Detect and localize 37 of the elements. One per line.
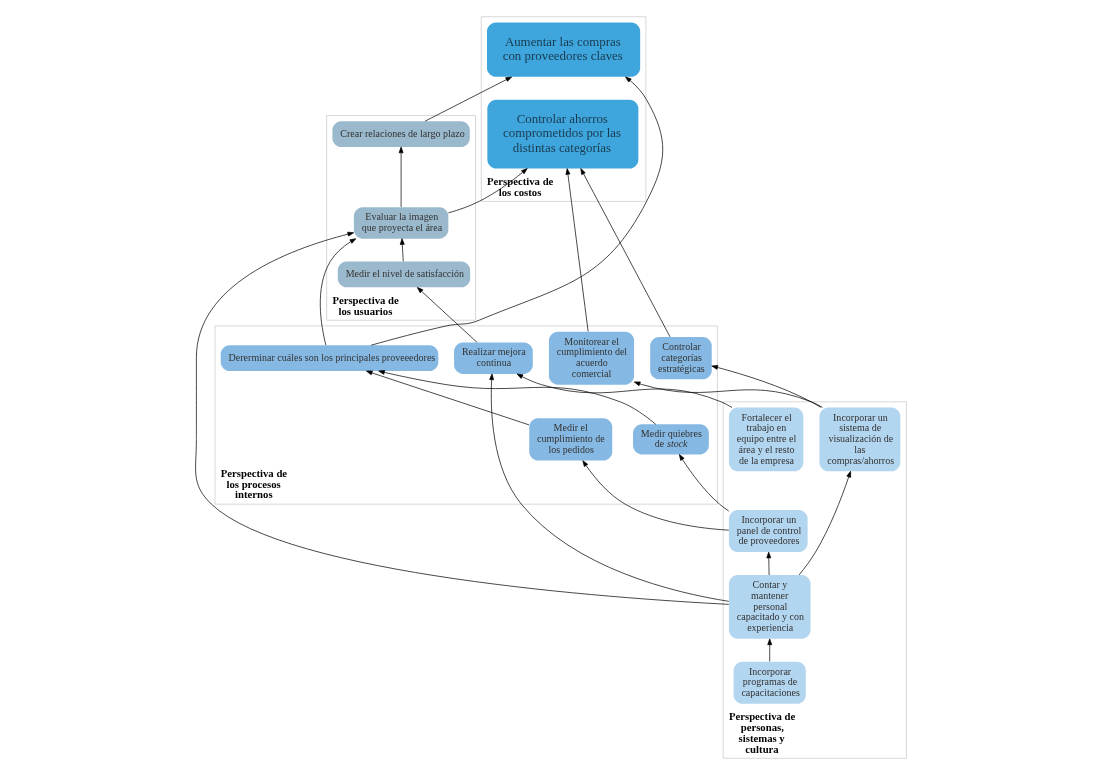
arrow: [447, 168, 528, 214]
node-box: Incorporar programas de capacitaciones: [733, 661, 806, 704]
node-box: Controlar ahorros comprometidos por las distintas categorías: [486, 99, 638, 169]
node-box: Medir quiebres de stock: [632, 424, 709, 455]
arrow: [565, 168, 588, 332]
node-box: Monitorear el cumplimiento del acuerdo comercial: [548, 331, 634, 385]
arrow: [424, 76, 512, 122]
node-box: Controlar categorías estratégicas: [649, 337, 712, 380]
arrow: [579, 168, 670, 338]
node-box: Medir el cumplimiento de los pedidos: [528, 418, 612, 461]
arrow: [711, 365, 821, 408]
node-box: Aumentar las compras con proveedores claves: [486, 22, 640, 77]
arrow: [766, 638, 772, 662]
arrow: [194, 231, 729, 605]
arrow: [399, 238, 405, 262]
arrow: [377, 370, 656, 425]
node-box: Contar y mantener personal capacitado y con experiencia: [728, 575, 810, 639]
node-box: Medir el nivel de satisfacción: [337, 261, 470, 288]
arrow: [678, 454, 729, 512]
arrow: [633, 381, 823, 408]
arrow: [765, 551, 771, 576]
node-box: Evaluar la imagen que proyecta el área: [353, 207, 448, 239]
arrow: [488, 373, 729, 602]
node-box: Incorporar un sistema de visualización de las compras/ahorros: [818, 407, 900, 472]
node-box: Dererminar cuáles son los principales proveeedores: [220, 345, 438, 372]
arrow: [416, 287, 477, 343]
node-box: Fortalecer el trabajo en equipo entre el área y el resto de la empresa: [728, 407, 803, 472]
arrow: [370, 76, 663, 346]
arrow: [516, 373, 732, 408]
arrow: [398, 146, 403, 208]
node-box: Incorporar un panel de control de proveedores: [728, 509, 808, 553]
arrow: [581, 460, 729, 531]
arrow: [319, 238, 356, 346]
node-box: Realizar mejora continua: [453, 342, 533, 374]
node-box: Crear relaciones de largo plazo: [331, 121, 470, 147]
arrow: [798, 470, 851, 576]
arrow: [365, 370, 529, 426]
